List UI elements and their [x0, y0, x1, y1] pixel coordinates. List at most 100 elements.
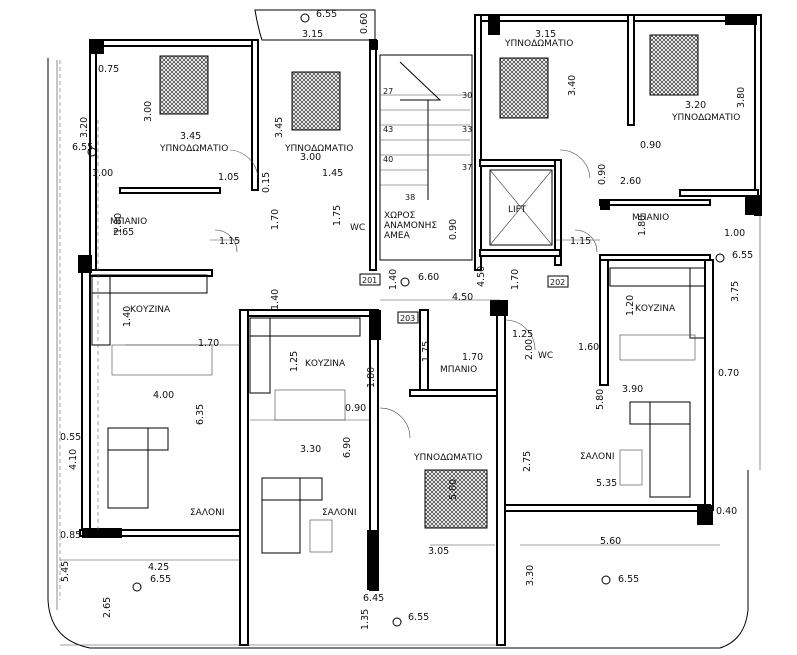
- dimension: 0.70: [718, 368, 739, 379]
- bedroom-label: ΥΠΝΟΔΩΜΑΤΙΟ: [413, 453, 482, 463]
- level-text: 6.55: [408, 612, 429, 623]
- kitchen-label: ΚΟΥΖΙΝΑ: [130, 305, 171, 315]
- stair-step: 43: [383, 125, 393, 134]
- kitchens: [91, 267, 706, 421]
- dimension: 4.50: [452, 292, 473, 303]
- level-markers: [87, 13, 725, 627]
- dimension: 1.00: [724, 228, 745, 239]
- dimension: 1.00: [92, 168, 113, 179]
- dimension: 0.90: [597, 164, 608, 185]
- waiting-area-label: ΧΩΡΟΣ: [384, 211, 416, 221]
- dimension: 6.90: [342, 437, 353, 458]
- dimension: 4.00: [153, 390, 174, 401]
- sofas: [107, 401, 691, 554]
- dimension: 1.75: [421, 341, 432, 362]
- dimension: 0.90: [448, 219, 459, 240]
- dimension: 1.75: [332, 205, 343, 226]
- dimension: 1.35: [360, 609, 371, 630]
- dimension: 2.65: [113, 227, 134, 238]
- kitchen-label: ΚΟΥΖΙΝΑ: [305, 359, 346, 369]
- dimension: 2.65: [102, 597, 113, 618]
- bathroom-label: ΜΠΑΝΙΟ: [110, 217, 147, 227]
- dimension: 4.50: [476, 266, 487, 287]
- level-text: 6.55: [316, 9, 337, 20]
- dimension: 1.70: [198, 338, 219, 349]
- dimension: 1.80: [113, 213, 124, 234]
- dimension: 1.15: [219, 236, 240, 247]
- waiting-area-label: ΑΜΕΑ: [384, 231, 411, 241]
- dimension: 3.30: [525, 565, 536, 586]
- dimension: 3.00: [143, 101, 154, 122]
- dimension: 3.40: [567, 75, 578, 96]
- dimension: 0.60: [359, 13, 370, 34]
- dimension: 1.40: [122, 306, 133, 327]
- dimension: 3.45: [180, 131, 201, 142]
- stair-step: 38: [405, 193, 415, 202]
- level-text: 6.55: [72, 142, 93, 153]
- dimension: 6.45: [363, 593, 384, 604]
- room-labels: ΥΠΝΟΔΩΜΑΤΙΟ ΥΠΝΟΔΩΜΑΤΙΟ ΥΠΝΟΔΩΜΑΤΙΟ ΥΠΝΟ…: [110, 39, 740, 518]
- stair-step-numbers: 27 30 33 37 38 40 43: [383, 87, 472, 202]
- living-label: ΣΑΛΟΝΙ: [322, 508, 356, 518]
- dimension: 1.15: [570, 236, 591, 247]
- unit-tag-203: 203: [400, 314, 415, 323]
- waiting-area-label: ΑΝΑΜΟΝΗΣ: [384, 221, 437, 231]
- wc-label: WC: [538, 351, 553, 361]
- dimension-texts-vertical: 0.60 3.00 3.20 3.45 0.15 1.80 1.70 1.75 …: [60, 13, 747, 630]
- bedroom-label: ΥΠΝΟΔΩΜΑΤΙΟ: [671, 113, 740, 123]
- level-text: 6.55: [150, 574, 171, 585]
- dimension: 2.00: [524, 339, 535, 360]
- top-balcony: [254, 9, 376, 41]
- dimension: 3.80: [736, 87, 747, 108]
- dimension: 1.70: [510, 269, 521, 290]
- stair: [379, 54, 473, 261]
- unit-tag-201: 201: [362, 276, 377, 285]
- unit-tag-202: 202: [550, 278, 565, 287]
- bedroom-label: ΥΠΝΟΔΩΜΑΤΙΟ: [159, 144, 228, 154]
- dimension: 1.70: [462, 352, 483, 363]
- dimension: 5.35: [596, 478, 617, 489]
- kitchen-label: ΚΟΥΖΙΝΑ: [635, 304, 676, 314]
- dimension: 1.25: [289, 351, 300, 372]
- dimension: 5.80: [595, 389, 606, 410]
- bathroom-label: ΜΠΑΝΙΟ: [440, 365, 477, 375]
- dimension-lines: [59, 60, 720, 646]
- dimension: 0.90: [345, 403, 366, 414]
- dimension: 2.60: [620, 176, 641, 187]
- dimension: 5.00: [448, 479, 459, 500]
- doors: [214, 149, 598, 439]
- dimension: 5.45: [60, 561, 71, 582]
- bathroom-label: ΜΠΑΝΙΟ: [632, 213, 669, 223]
- dimension-texts: 3.15 3.15 0.75 3.45 3.00 1.00 1.05 1.45 …: [60, 29, 745, 604]
- dimension: 0.40: [716, 506, 737, 517]
- plot-boundary: [47, 20, 761, 649]
- level-texts: 6.55 6.55 6.60 6.55 6.55 6.55 6.55: [72, 9, 753, 623]
- dimension: 4.10: [68, 449, 79, 470]
- dimension: 1.70: [270, 209, 281, 230]
- dimension: 1.80: [366, 367, 377, 388]
- lift-label: LIFT: [508, 205, 527, 215]
- stair-step: 37: [462, 163, 472, 172]
- dimension: 3.20: [79, 117, 90, 138]
- bedroom-label: ΥΠΝΟΔΩΜΑΤΙΟ: [284, 144, 353, 154]
- level-text: 6.60: [418, 272, 439, 283]
- stair-step: 40: [383, 155, 393, 164]
- dimension: 1.80: [637, 215, 648, 236]
- level-text: 6.55: [618, 574, 639, 585]
- dimension: 5.60: [600, 536, 621, 547]
- beds: [159, 34, 699, 529]
- dimension: 0.75: [98, 64, 119, 75]
- dimension: 3.45: [274, 117, 285, 138]
- level-text: 6.55: [732, 250, 753, 261]
- dimension: 0.15: [261, 172, 272, 193]
- dimension: 3.90: [622, 384, 643, 395]
- dimension: 6.35: [195, 404, 206, 425]
- dimension: 0.90: [640, 140, 661, 151]
- dimension: 2.75: [522, 451, 533, 472]
- dimension: 1.60: [578, 342, 599, 353]
- living-label: ΣΑΛΟΝΙ: [580, 452, 614, 462]
- dimension: 4.25: [148, 562, 169, 573]
- dimension: 0.55: [60, 432, 81, 443]
- dimension: 3.15: [302, 29, 323, 40]
